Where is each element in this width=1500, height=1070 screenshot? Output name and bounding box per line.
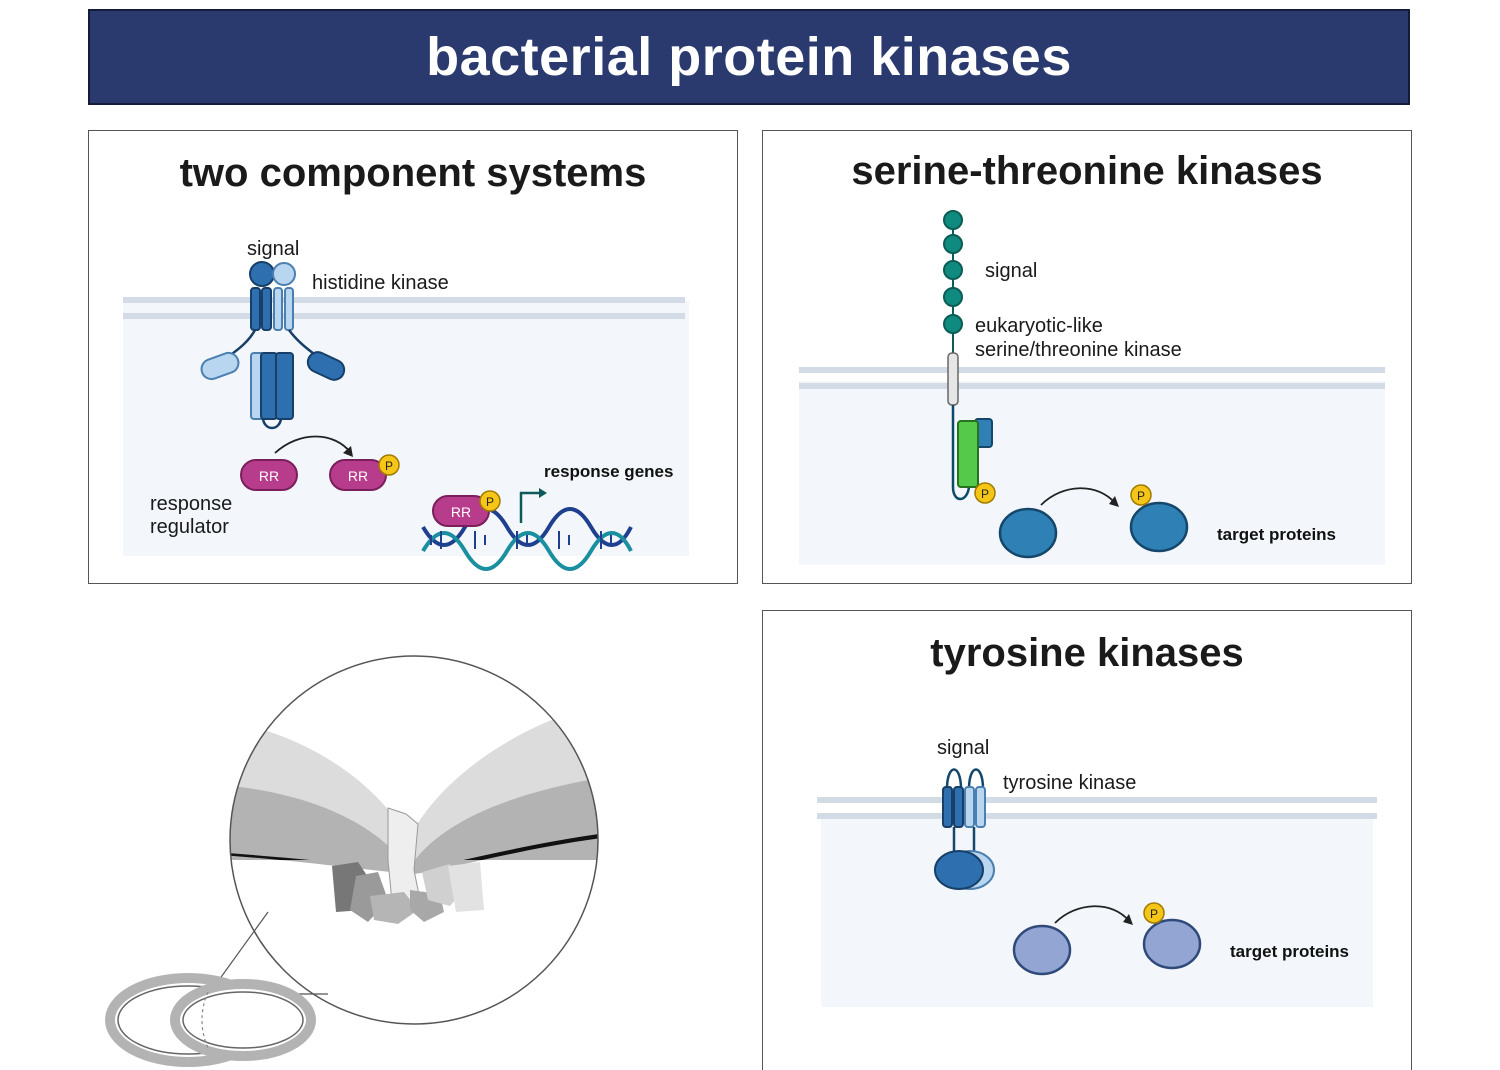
tyrosine-kinase-illustration: P	[817, 768, 1377, 1007]
target-protein-icon	[1012, 924, 1072, 976]
ser-thr-kinase-icon: P	[957, 418, 996, 504]
svg-text:RR: RR	[259, 468, 279, 484]
label-response-regulator-line1: response	[150, 493, 233, 515]
label-kinase-line1: eukaryotic-like	[975, 315, 1103, 337]
phosphorylated-rr-icon: RR P	[329, 454, 400, 491]
svg-text:P: P	[385, 459, 393, 473]
teal-sensor-beads-icon	[943, 210, 963, 353]
panel-serine-threonine-kinases: serine-threonine kinases P P	[762, 130, 1412, 584]
cell-envelope-magnification-illustration	[105, 655, 599, 1067]
panel-title-two-component: two component systems	[179, 151, 647, 195]
membrane-inner	[799, 383, 1385, 389]
kinase-linker	[951, 405, 971, 501]
dna-helix-icon	[421, 507, 633, 571]
label-signal: signal	[985, 260, 1038, 282]
membrane-protein-complex-icon	[332, 807, 484, 924]
label-kinase-line2: serine/threonine kinase	[975, 339, 1182, 361]
phosphorylated-target-protein-icon: P	[1129, 484, 1189, 553]
label-response-regulator-line2: regulator	[150, 516, 229, 538]
label-signal: signal	[247, 238, 300, 260]
svg-text:P: P	[1150, 907, 1158, 921]
phosphorylation-arrow	[1040, 487, 1116, 506]
svg-text:RR: RR	[348, 468, 368, 484]
svg-text:P: P	[1137, 489, 1145, 503]
label-signal: signal	[937, 737, 990, 759]
cytoplasm-region	[799, 381, 1385, 565]
response-regulator-icon: RR	[240, 459, 298, 491]
magnification-circle	[229, 655, 599, 1025]
membrane-outer	[123, 297, 685, 303]
tyrosine-kinase-icon	[934, 768, 995, 890]
serine-threonine-illustration: P P	[799, 210, 1385, 565]
transcription-arrow	[519, 491, 541, 523]
membrane-inner	[123, 313, 685, 319]
membrane-inner	[817, 813, 1377, 819]
membrane-outer	[799, 367, 1385, 373]
label-target-proteins: target proteins	[1217, 525, 1337, 544]
svg-text:RR: RR	[451, 504, 471, 520]
dna-bound-rr-icon: RR P	[432, 490, 501, 527]
label-response-genes: response genes	[544, 462, 674, 481]
svg-text:P: P	[486, 495, 494, 509]
histidine-kinase-icon	[200, 261, 346, 430]
label-target-proteins: target proteins	[1230, 942, 1350, 961]
panel-title-serine-threonine: serine-threonine kinases	[851, 149, 1323, 193]
svg-text:P: P	[981, 487, 989, 501]
panel-two-component-systems: two component systems	[88, 130, 738, 584]
label-histidine-kinase: histidine kinase	[312, 272, 449, 294]
target-protein-icon	[998, 507, 1058, 559]
membrane-outer	[817, 797, 1377, 803]
cytoplasm-region	[123, 301, 689, 556]
panel-tyrosine-kinases: tyrosine kinases P signal tyrosine kinas…	[762, 610, 1412, 1070]
two-component-illustration: RR RR P RR P	[123, 261, 689, 571]
page-title: bacterial protein kinases	[88, 9, 1410, 105]
panel-title-tyrosine: tyrosine kinases	[930, 631, 1244, 675]
bacterial-cell-icon	[105, 973, 316, 1067]
phosphotransfer-arrow	[274, 435, 352, 454]
transmembrane-helix-icon	[947, 352, 959, 406]
label-tyrosine-kinase: tyrosine kinase	[1003, 772, 1137, 794]
phosphorylated-target-protein-icon: P	[1142, 902, 1202, 970]
cytoplasm-region	[821, 813, 1373, 1007]
phosphorylation-arrow	[1054, 905, 1130, 924]
